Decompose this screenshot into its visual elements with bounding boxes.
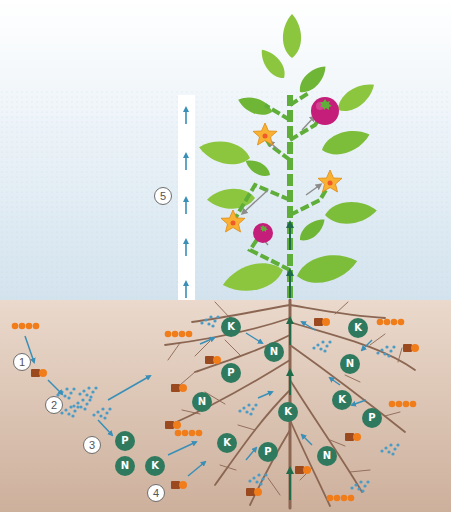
nutrient-letter: K — [338, 395, 346, 405]
nutrient-letter: K — [284, 407, 292, 417]
callout-text: 1 — [19, 357, 25, 368]
nutrient-letter: K — [151, 461, 159, 471]
callout-number: 3 — [83, 436, 101, 454]
nutrient-circle: K — [278, 402, 298, 422]
callout-text: 5 — [160, 191, 166, 202]
callout-text: 3 — [89, 440, 95, 451]
nutrient-letter: N — [121, 461, 129, 471]
nutrient-letter: K — [354, 323, 362, 333]
nutrient-letter: N — [346, 359, 354, 369]
nutrient-circle: P — [221, 363, 241, 383]
nutrient-letter: P — [121, 436, 128, 446]
nutrient-circle: N — [317, 446, 337, 466]
nutrient-circle: K — [217, 433, 237, 453]
nutrient-circle: K — [348, 318, 368, 338]
nutrient-circle: P — [115, 431, 135, 451]
nutrient-letter: P — [368, 413, 375, 423]
nutrient-letter: P — [227, 368, 234, 378]
callout-text: 2 — [51, 400, 57, 411]
nutrient-circle: P — [258, 442, 278, 462]
nutrient-circle: K — [332, 390, 352, 410]
callout-number: 1 — [13, 353, 31, 371]
nutrient-letter: N — [198, 397, 206, 407]
nutrient-letter: N — [323, 451, 331, 461]
nutrient-letter: K — [227, 322, 235, 332]
nutrient-circle: K — [145, 456, 165, 476]
callout-text: 4 — [153, 488, 159, 499]
callout-number: 5 — [154, 187, 172, 205]
nutrient-circle: N — [115, 456, 135, 476]
nutrient-circle: N — [192, 392, 212, 412]
nutrient-letter: P — [264, 447, 271, 457]
nutrient-letter: N — [270, 347, 278, 357]
nutrient-circle: N — [264, 342, 284, 362]
nutrient-circle: P — [362, 408, 382, 428]
callout-number: 4 — [147, 484, 165, 502]
nutrient-circle: K — [221, 317, 241, 337]
nutrient-letter: K — [223, 438, 231, 448]
nutrient-circle: N — [340, 354, 360, 374]
callout-number: 2 — [45, 396, 63, 414]
